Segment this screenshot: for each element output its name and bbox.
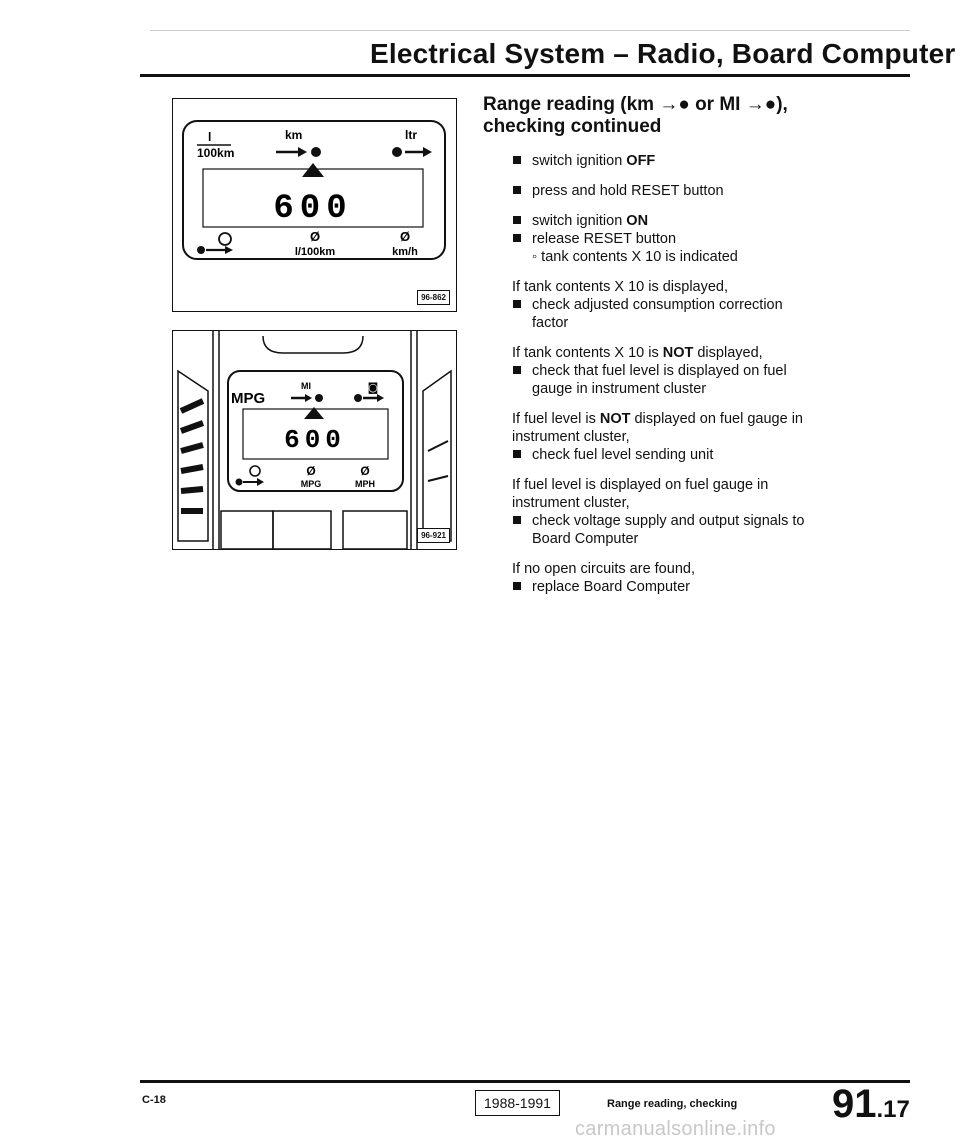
figure-id-96-921: 96-921 xyxy=(417,528,450,543)
step-check-fuel-gauge-cont: gauge in instrument cluster xyxy=(532,381,707,397)
bullet-icon xyxy=(513,186,521,194)
condition-text: displayed, xyxy=(693,345,763,361)
label-mi: MI xyxy=(301,381,311,391)
watermark: carmanualsonline.info xyxy=(575,1118,776,1140)
condition-fuel-not-displayed: If fuel level is NOT displayed on fuel g… xyxy=(512,410,892,428)
label-100km: 100km xyxy=(197,146,234,160)
bullet-icon xyxy=(513,582,521,590)
label-mpg-small: MPG xyxy=(301,479,322,489)
step-result: ◦ tank contents X 10 is indicated xyxy=(532,249,738,265)
condition-emphasis: NOT xyxy=(599,411,631,427)
bullet-icon xyxy=(513,156,521,164)
diameter-symbol-center: Ø xyxy=(310,229,320,244)
step-check-fuel-gauge: check that fuel level is displayed on fu… xyxy=(512,362,892,380)
step-emphasis: ON xyxy=(626,213,649,229)
step-text: release RESET button xyxy=(532,231,677,247)
step-text: check that fuel level is displayed on fu… xyxy=(532,363,787,379)
bullet-icon xyxy=(513,216,521,224)
clock-icon xyxy=(218,232,232,246)
condition-not-displayed: If tank contents X 10 is NOT displayed, xyxy=(512,344,892,362)
step-ignition-off: switch ignition OFF xyxy=(512,152,892,170)
step-text: switch ignition xyxy=(532,153,627,169)
diameter-symbol-center: Ø xyxy=(306,464,315,478)
step-text: replace Board Computer xyxy=(532,579,690,595)
heading-line-2: checking continued xyxy=(483,116,662,137)
label-km: km xyxy=(285,128,302,142)
step-emphasis: OFF xyxy=(626,153,656,169)
diameter-symbol-right: Ø xyxy=(400,229,410,244)
figure-display-imperial: MPG MI ◙ 600 Ø MPG Ø MPH 96-921 xyxy=(172,330,457,550)
figure-display-metric: l 100km km ltr 600 Ø l/100km Ø km/h 96-8… xyxy=(172,98,457,312)
condition-text: displayed on fuel gauge in xyxy=(630,411,803,427)
label-mpg: MPG xyxy=(231,390,265,407)
step-text: press and hold RESET button xyxy=(532,183,724,199)
display-reading: 600 xyxy=(284,425,346,455)
page-title: Electrical System – Radio, Board Compute… xyxy=(370,38,956,69)
label-l: l xyxy=(208,130,211,144)
condition-emphasis: NOT xyxy=(662,345,694,361)
bullet-icon xyxy=(513,450,521,458)
bullet-icon xyxy=(513,234,521,242)
repair-group: 91 xyxy=(832,1082,877,1126)
clock-icon xyxy=(249,465,261,477)
condition-displayed: If tank contents X 10 is displayed, xyxy=(512,279,729,295)
footer-section-label: Range reading, checking xyxy=(607,1098,738,1110)
diameter-symbol-right: Ø xyxy=(360,464,369,478)
tank-dot-icon xyxy=(392,147,402,157)
step-check-sending-unit: check fuel level sending unit xyxy=(512,446,892,464)
step-ignition-on: switch ignition ON xyxy=(512,212,892,230)
display-reading: 600 xyxy=(273,190,352,228)
step-text: check fuel level sending unit xyxy=(532,447,714,463)
label-l-per-100km: l/100km xyxy=(295,246,336,258)
procedure-steps: switch ignition OFF press and hold RESET… xyxy=(512,152,892,596)
step-text: check voltage supply and output signals … xyxy=(532,513,805,529)
label-ltr: ltr xyxy=(405,128,417,142)
pointer-triangle-icon xyxy=(304,407,324,419)
page-number: 91.17 xyxy=(832,1082,910,1127)
step-press-reset: press and hold RESET button xyxy=(512,182,892,200)
step-release-reset: release RESET button xyxy=(512,230,892,248)
condition-text: If tank contents X 10 is xyxy=(512,345,663,361)
bullet-icon xyxy=(513,516,521,524)
heading-line-1: Range reading (km →● or MI →●), xyxy=(483,94,788,115)
header-rule xyxy=(140,74,910,77)
bullet-icon xyxy=(513,300,521,308)
pointer-triangle-icon xyxy=(302,163,324,177)
page-code-left: C-18 xyxy=(142,1094,166,1106)
range-dot-icon xyxy=(315,394,323,402)
condition-text: If fuel level is xyxy=(512,411,600,427)
top-hairline xyxy=(150,30,910,31)
condition-fuel-not-displayed-cont: instrument cluster, xyxy=(512,429,630,445)
footer-rule xyxy=(140,1080,910,1083)
step-text: check adjusted consumption correction xyxy=(532,297,783,313)
step-check-voltage-cont: Board Computer xyxy=(532,531,639,547)
model-years-box: 1988-1991 xyxy=(475,1090,560,1116)
step-text: switch ignition xyxy=(532,213,627,229)
label-km-per-h: km/h xyxy=(392,246,418,258)
condition-no-open-circuits: If no open circuits are found, xyxy=(512,561,695,577)
step-check-voltage: check voltage supply and output signals … xyxy=(512,512,892,530)
condition-fuel-displayed-cont: instrument cluster, xyxy=(512,495,630,511)
metric-display-illustration: l 100km km ltr 600 Ø l/100km Ø km/h xyxy=(182,120,446,260)
step-check-correction-cont: factor xyxy=(532,315,569,331)
page-sub-number: .17 xyxy=(876,1096,910,1123)
section-heading: Range reading (km →● or MI →●), checking… xyxy=(483,94,788,138)
range-dot-icon xyxy=(311,147,321,157)
imperial-display-illustration: MPG MI ◙ 600 Ø MPG Ø MPH xyxy=(177,331,452,550)
fuel-pump-icon: ◙ xyxy=(368,381,379,394)
step-replace-computer: replace Board Computer xyxy=(512,578,892,596)
bullet-icon xyxy=(513,366,521,374)
condition-fuel-displayed: If fuel level is displayed on fuel gauge… xyxy=(512,477,769,493)
step-check-correction: check adjusted consumption correction xyxy=(512,296,892,314)
figure-id-96-862: 96-862 xyxy=(417,290,450,305)
range-arrowhead xyxy=(298,147,307,157)
label-mph: MPH xyxy=(355,479,375,489)
